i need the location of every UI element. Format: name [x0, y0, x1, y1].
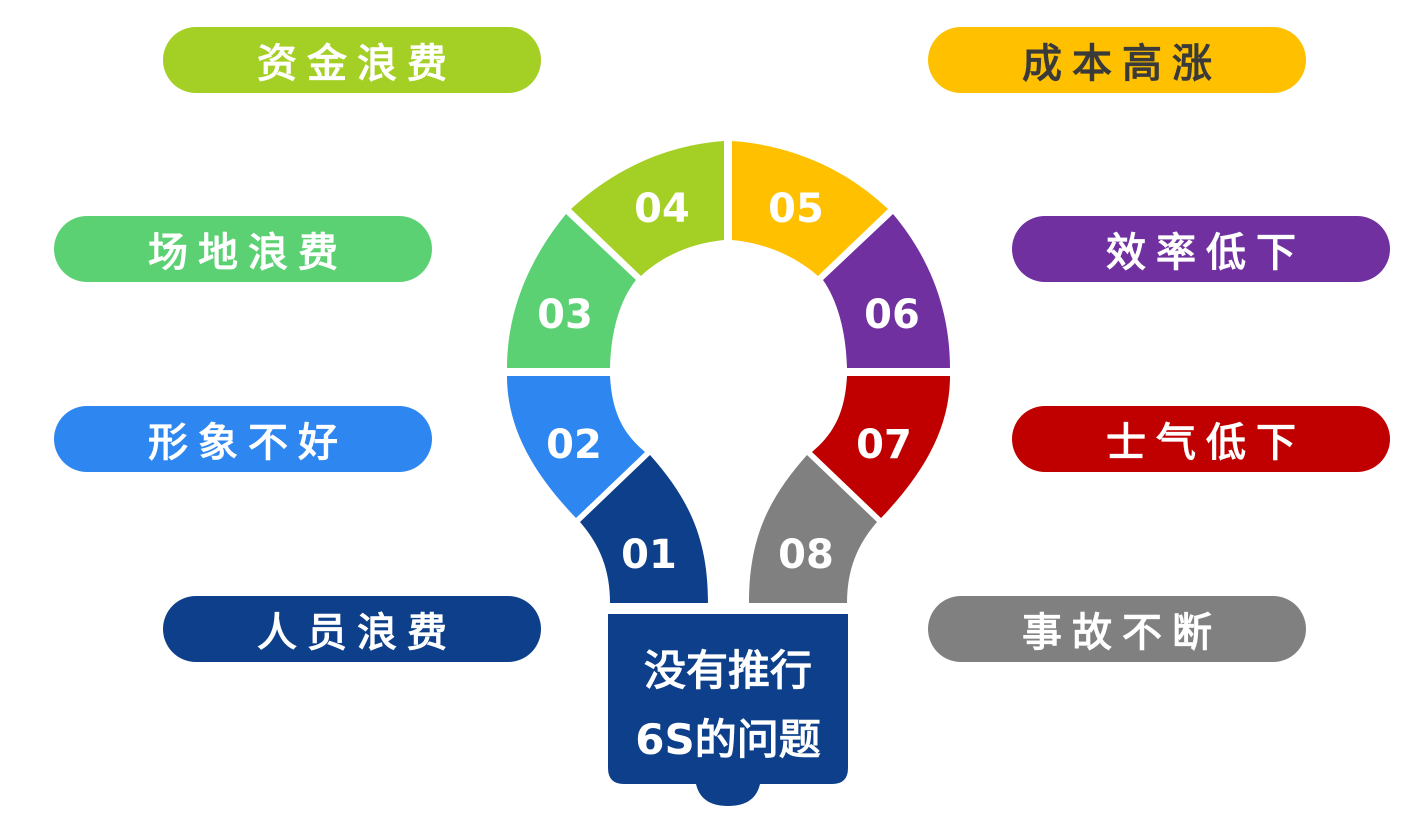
segment-08: [749, 455, 877, 603]
segment-05-number: 05: [768, 186, 824, 232]
segment-01-number: 01: [621, 532, 677, 578]
segment-05: [732, 141, 888, 276]
segment-03-number: 03: [537, 292, 593, 338]
bulb-base: [608, 614, 848, 806]
segment-06-number: 06: [864, 292, 920, 338]
segment-04-number: 04: [634, 186, 690, 232]
segment-02-number: 02: [546, 422, 602, 468]
label-funds-waste: 资金浪费: [163, 27, 541, 93]
center-title-line1: 没有推行: [644, 646, 812, 695]
segment-04: [571, 141, 724, 276]
segment-07-number: 07: [856, 422, 912, 468]
segment-08-number: 08: [778, 532, 834, 578]
label-frequent-accidents: 事故不断: [928, 596, 1306, 662]
label-poor-image: 形象不好: [54, 406, 432, 472]
segment-07: [812, 376, 950, 518]
segment-02: [507, 376, 645, 518]
label-low-morale: 士气低下: [1012, 406, 1390, 472]
segment-01: [580, 455, 708, 603]
label-rising-cost: 成本高涨: [928, 27, 1306, 93]
label-low-efficiency: 效率低下: [1012, 216, 1390, 282]
center-title-line2: 6S的问题: [635, 715, 820, 764]
label-space-waste: 场地浪费: [54, 216, 432, 282]
label-staff-waste: 人员浪费: [163, 596, 541, 662]
segment-03: [507, 214, 636, 368]
segment-06: [823, 214, 950, 368]
